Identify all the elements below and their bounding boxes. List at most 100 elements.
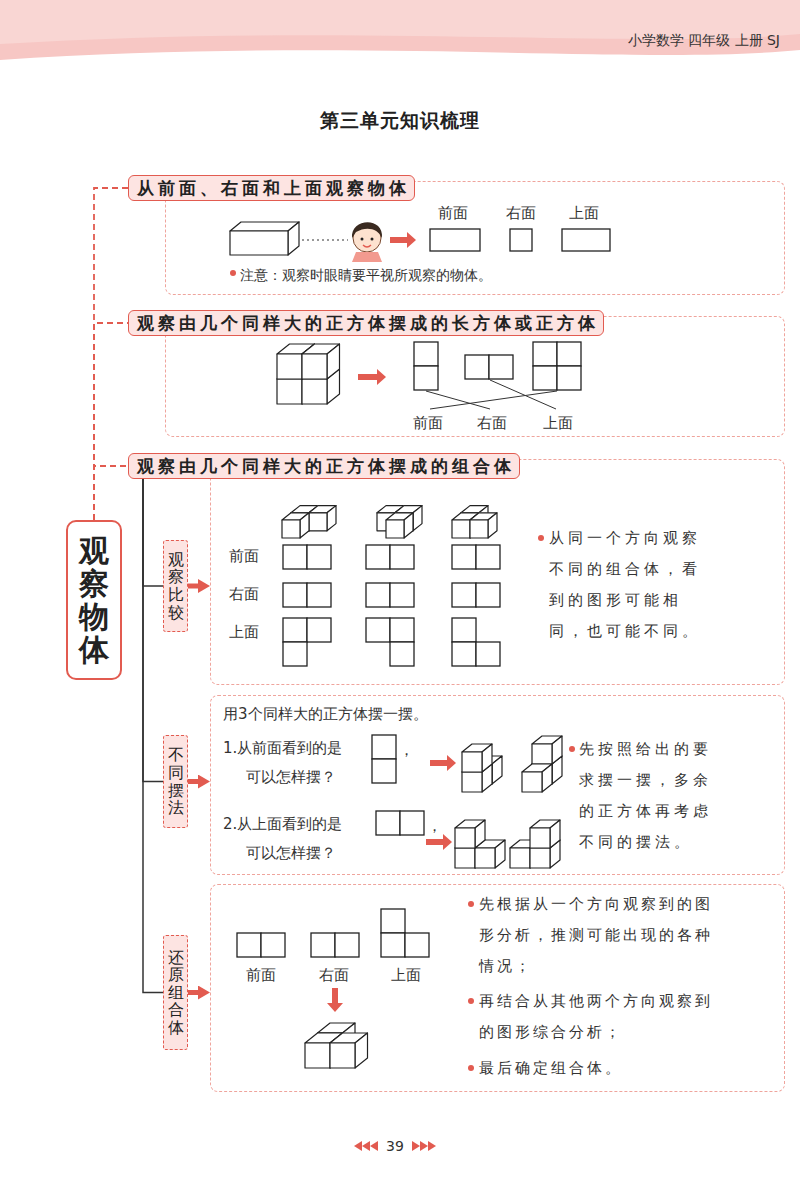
cube-front	[522, 772, 542, 792]
cube-front	[475, 848, 495, 868]
section-header: 观察由几个同样大的正方体摆成的组合体	[128, 453, 520, 479]
bullet-dot	[468, 901, 474, 907]
sight-line	[302, 240, 348, 241]
view-square	[557, 342, 581, 366]
cube-front	[455, 848, 475, 868]
bullet-dot	[230, 270, 236, 276]
cube-front	[282, 520, 300, 538]
cube-front	[309, 513, 327, 531]
page-arrow	[412, 1141, 420, 1151]
cube-front	[455, 828, 475, 848]
tree-dashed-line	[94, 466, 128, 520]
branch-box: 还原组合体	[163, 935, 188, 1050]
bullet-dot	[569, 746, 575, 752]
leader-line	[430, 391, 557, 409]
leader-line	[490, 380, 556, 409]
red-arrow	[358, 369, 386, 385]
cube-front	[302, 379, 327, 404]
branch-line	[143, 479, 163, 586]
view-square	[261, 933, 285, 957]
view-label: 上面	[543, 414, 573, 432]
view-square	[376, 811, 400, 835]
view-square	[372, 759, 396, 783]
view-square	[452, 545, 476, 569]
page-arrow	[354, 1141, 362, 1151]
red-arrow	[188, 779, 203, 784]
view-square	[283, 583, 307, 607]
cube-front	[277, 354, 302, 379]
view-square	[452, 618, 476, 642]
view-label: 上面	[569, 204, 599, 222]
cube-side	[488, 513, 497, 538]
view-label: 上面	[391, 966, 421, 984]
view-square	[366, 618, 390, 642]
view-square	[237, 933, 261, 957]
view-square	[533, 366, 557, 390]
view-square	[476, 583, 500, 607]
cube-side	[492, 756, 502, 784]
view-square	[307, 545, 331, 569]
cube-front	[532, 744, 552, 764]
view-square	[476, 642, 500, 666]
cube-side	[495, 840, 505, 868]
view-square	[510, 229, 532, 251]
view-square	[283, 642, 307, 666]
view-square	[557, 366, 581, 390]
view-square	[452, 583, 476, 607]
cube-front	[386, 520, 404, 538]
view-square	[381, 933, 405, 957]
view-square	[283, 618, 307, 642]
view-square	[366, 583, 390, 607]
view-label: 注意：观察时眼睛要平视所观察的物体。	[240, 266, 492, 284]
leader-line	[426, 391, 490, 409]
cube-front	[470, 520, 488, 538]
child-eye	[371, 238, 374, 241]
cube-side	[475, 820, 485, 848]
view-label: ，	[427, 817, 442, 835]
red-arrow	[188, 990, 203, 995]
bullet-dot	[468, 998, 474, 1004]
cube-front	[530, 848, 550, 868]
cube-front	[305, 1043, 330, 1068]
view-square	[476, 545, 500, 569]
branch-line	[143, 479, 163, 993]
section-header: 从前面、右面和上面观察物体	[128, 175, 415, 201]
bullet-dot	[538, 535, 544, 541]
view-label: 前面	[229, 547, 259, 565]
node-title: 观察物体	[79, 534, 109, 666]
cube-side	[413, 506, 422, 531]
page-arrow	[370, 1141, 378, 1151]
view-label: 可以怎样摆？	[246, 844, 336, 862]
view-label: ，	[399, 741, 414, 759]
view-square	[465, 355, 489, 379]
red-arrow	[188, 584, 203, 589]
view-label: 前面	[438, 204, 468, 222]
node-title: 不同摆法	[168, 746, 184, 816]
cube-side	[404, 513, 413, 538]
cube-front	[452, 520, 470, 538]
red-arrow	[327, 988, 343, 1012]
view-square	[533, 342, 557, 366]
top-band	[0, 0, 800, 60]
node-title: 观察由几个同样大的正方体摆成的长方体或正方体	[137, 313, 599, 333]
header-label: 小学数学 四年级 上册 SJ	[628, 32, 780, 50]
child-mouth	[363, 245, 371, 247]
branch-line	[143, 479, 163, 782]
child-eye	[361, 238, 364, 241]
view-square	[405, 933, 429, 957]
cube-front	[330, 1043, 355, 1068]
view-square	[489, 355, 513, 379]
note-text: 再结合从其他两个方向观察到的图形综合分析；	[479, 986, 719, 1048]
page-arrow	[428, 1141, 436, 1151]
note-text: 先根据从一个方向观察到的图形分析，推测可能出现的各种情况；	[479, 889, 719, 982]
cube-side	[327, 344, 340, 379]
cube-side	[288, 222, 299, 255]
view-square	[311, 933, 335, 957]
view-rect	[562, 229, 610, 251]
cube-side	[550, 820, 560, 848]
cube-side	[300, 513, 309, 538]
tree-dashed-line	[94, 323, 128, 520]
red-arrow	[390, 232, 416, 248]
note-text: 先按照给出的要求摆一摆，多余的正方体再考虑不同的摆法。	[579, 734, 719, 858]
